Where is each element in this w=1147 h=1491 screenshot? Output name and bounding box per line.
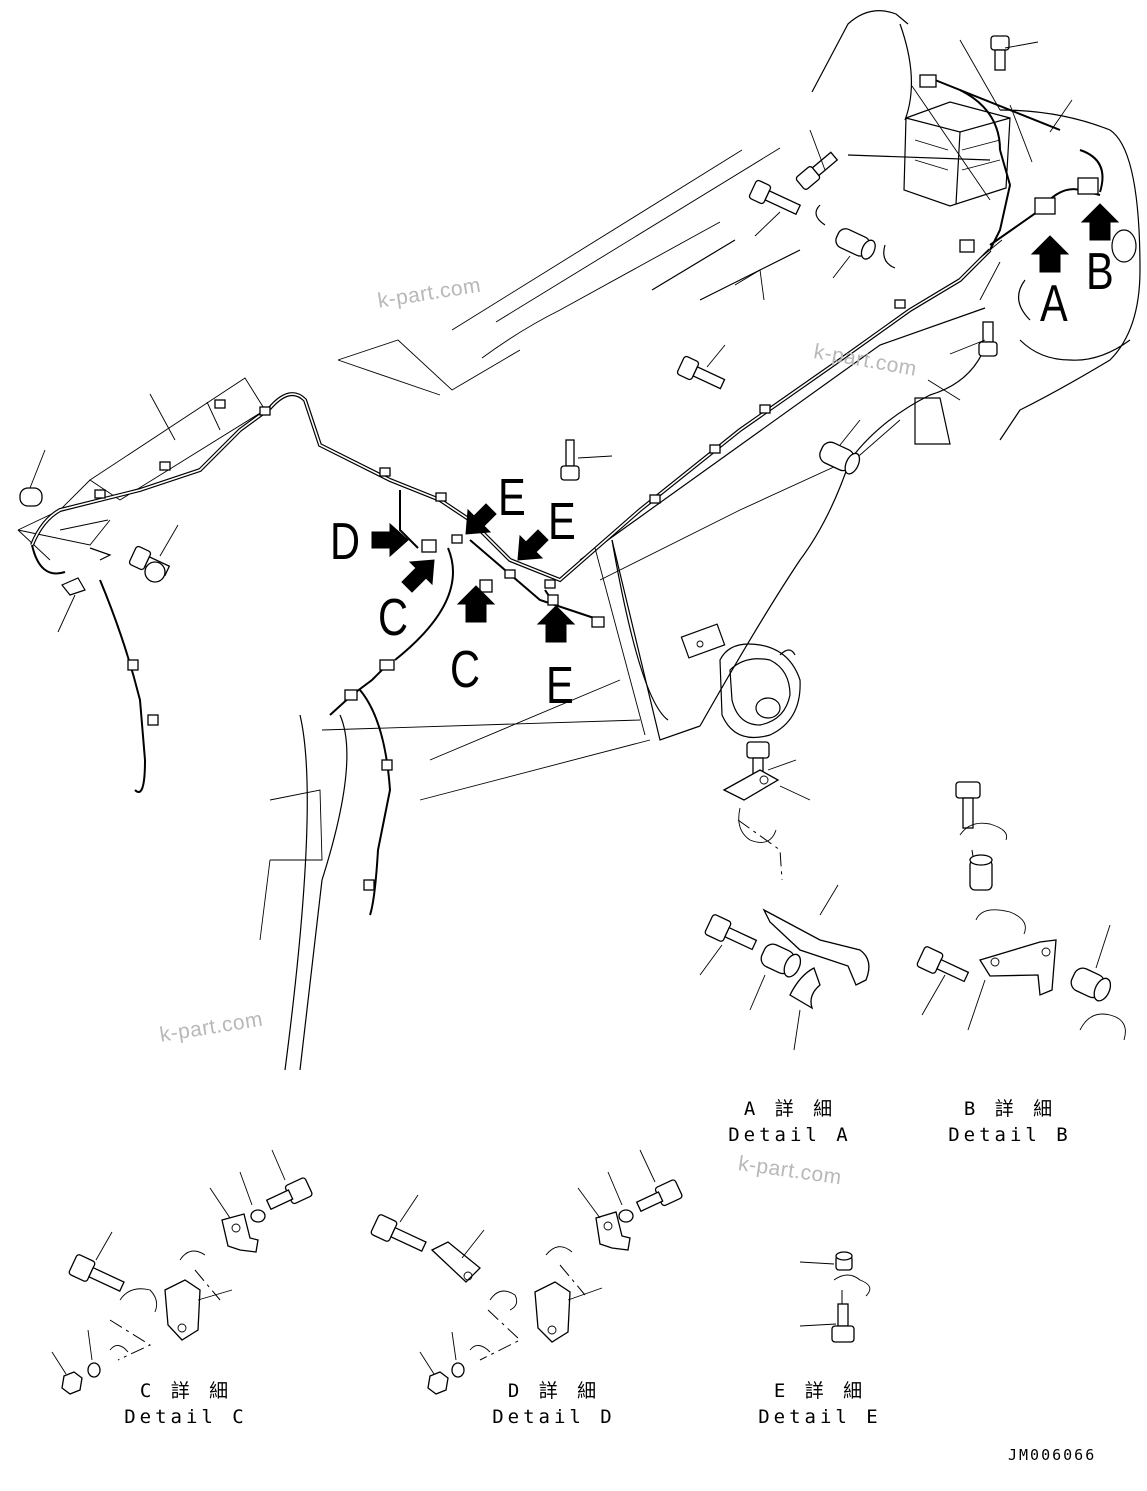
- detail-e-caption-jp: E 詳 細: [773, 1380, 867, 1402]
- leader-lines: [29, 39, 1073, 736]
- main-hardware: [19, 35, 1010, 596]
- detail-b-caption-jp: B 詳 細: [963, 1098, 1057, 1120]
- detail-e-caption-en: Detail E: [758, 1406, 882, 1428]
- callout-label-e: E: [498, 469, 526, 527]
- detail-b-drawing: [916, 781, 1126, 1041]
- detail-e-caption: E 詳 細 Detail E: [750, 1378, 890, 1430]
- detail-d-caption-jp: D 詳 細: [507, 1380, 601, 1402]
- callout-label-a: A: [1040, 275, 1068, 333]
- callout-label-d: D: [330, 513, 361, 571]
- drawing-code: JM006066: [1008, 1446, 1097, 1464]
- detail-b-caption: B 詳 細 Detail B: [940, 1096, 1080, 1148]
- detail-a-caption-en: Detail A: [728, 1124, 852, 1146]
- detail-c-caption: C 詳 細 Detail C: [116, 1378, 256, 1430]
- callout-label-b: B: [1086, 243, 1114, 301]
- detail-c-caption-en: Detail C: [124, 1406, 248, 1428]
- callout-label-c: C: [450, 641, 481, 699]
- detail-a-drawing: [699, 741, 870, 1051]
- callout-arrows: [371, 203, 1120, 643]
- harness-clips: [94, 74, 1099, 891]
- callout-label-e: E: [548, 493, 576, 551]
- controller-box: [903, 101, 1011, 207]
- detail-a-caption: A 詳 細 Detail A: [720, 1096, 860, 1148]
- detail-a-caption-jp: A 詳 細: [743, 1098, 837, 1120]
- detail-e-drawing: [799, 1251, 871, 1343]
- callout-label-c: C: [378, 589, 409, 647]
- chassis-outline: [17, 10, 1141, 1071]
- detail-d-caption: D 詳 細 Detail D: [484, 1378, 624, 1430]
- detail-d-drawing: [370, 1149, 683, 1395]
- detail-c-caption-jp: C 詳 細: [139, 1380, 233, 1402]
- detail-c-drawing: [51, 1149, 313, 1395]
- detail-b-caption-en: Detail B: [948, 1124, 1072, 1146]
- detail-d-caption-en: Detail D: [492, 1406, 616, 1428]
- hub-sprocket: [680, 623, 801, 739]
- callout-label-e: E: [546, 657, 574, 715]
